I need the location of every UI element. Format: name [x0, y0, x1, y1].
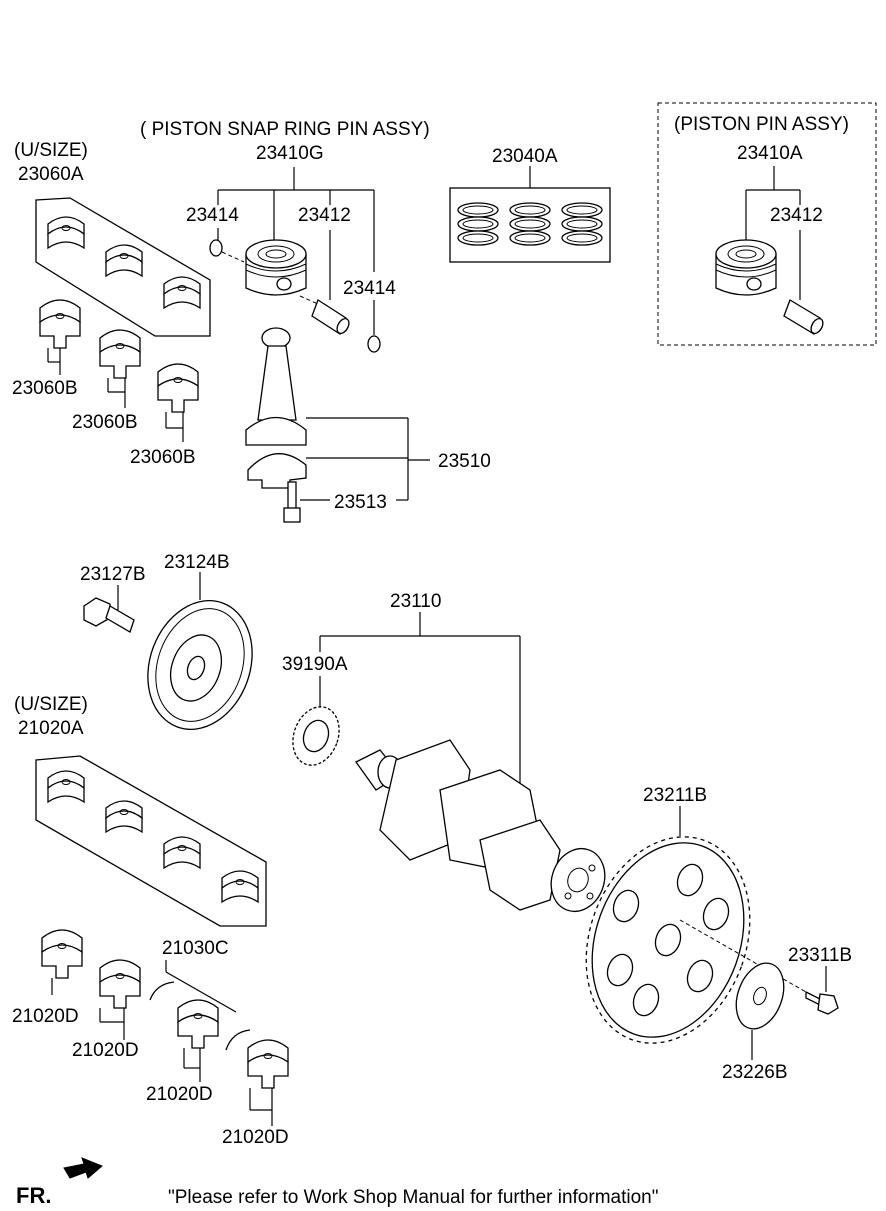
label-23410g: 23410G [256, 143, 324, 164]
label-21020a: 21020A [18, 718, 84, 739]
piston-pin-23412 [299, 295, 350, 335]
label-21020d-3: 21020D [146, 1084, 213, 1105]
bearing-21020d-1 [41, 929, 83, 995]
fr-label: FR. [16, 1183, 51, 1208]
label-23127b: 23127B [80, 564, 146, 585]
usize-lower-label: (U/SIZE) [14, 694, 88, 715]
label-23410a: 23410A [737, 143, 803, 164]
label-23510: 23510 [438, 451, 491, 472]
label-21020d-2: 21020D [72, 1040, 139, 1061]
bearing-23060b-2 [99, 329, 141, 408]
bearing-23060b-3 [157, 363, 199, 442]
label-23412-mid: 23412 [298, 205, 351, 226]
piston-23410g [221, 239, 307, 296]
label-23414-left: 23414 [186, 205, 239, 226]
front-arrow-icon [63, 1157, 103, 1179]
leader-23510 [300, 417, 430, 501]
label-23311b: 23311B [788, 945, 852, 966]
label-23060b-2: 23060B [72, 412, 138, 433]
label-23226b: 23226B [722, 1062, 788, 1083]
snap-ring-right [367, 335, 381, 353]
label-39190a: 39190A [282, 654, 348, 675]
label-23124b: 23124B [164, 552, 230, 573]
snap-ring-left [209, 239, 223, 257]
label-23040a: 23040A [492, 146, 558, 167]
bearing-set-23060a [35, 197, 211, 337]
pulley-23124b [147, 572, 253, 730]
adapter-plate-23226b [735, 962, 785, 1060]
sprocket-39190a [292, 706, 340, 766]
footer-note: "Please refer to Work Shop Manual for fu… [168, 1187, 658, 1208]
thrust-washers-21030c [149, 960, 251, 1051]
connecting-rod [245, 327, 307, 523]
ring-set-23040a [449, 166, 611, 263]
flywheel-23211b [585, 806, 821, 1044]
bearing-21020d-4 [247, 1039, 289, 1126]
label-23513: 23513 [334, 492, 387, 513]
bearing-21020d-3 [177, 999, 219, 1082]
label-23060b-1: 23060B [12, 378, 78, 399]
crankshaft-23110 [355, 739, 606, 913]
title-piston-snap-ring-pin-assy: ( PISTON SNAP RING PIN ASSY) [140, 119, 430, 140]
label-23110: 23110 [390, 591, 441, 612]
label-21020d-4: 21020D [222, 1127, 289, 1148]
piston-pin-assy-box [657, 102, 877, 346]
bearing-21020d-2 [99, 959, 141, 1040]
label-23414-right: 23414 [343, 278, 396, 299]
bearing-23060b-1 [39, 299, 81, 375]
label-23060b-3: 23060B [130, 447, 196, 468]
bolt-23311b [805, 966, 839, 1015]
bolt-23127b [83, 585, 135, 633]
label-23412-right: 23412 [770, 205, 823, 226]
label-23211b: 23211B [643, 785, 707, 806]
label-23060a: 23060A [18, 164, 84, 185]
label-21020d-1: 21020D [12, 1006, 79, 1027]
usize-upper-label: (U/SIZE) [14, 140, 88, 161]
bearing-set-21020a [35, 755, 267, 927]
leader-23410g [217, 167, 375, 335]
title-piston-pin-assy: (PISTON PIN ASSY) [674, 114, 849, 135]
leader-23110 [319, 612, 521, 790]
label-21030c: 21030C [162, 938, 229, 959]
